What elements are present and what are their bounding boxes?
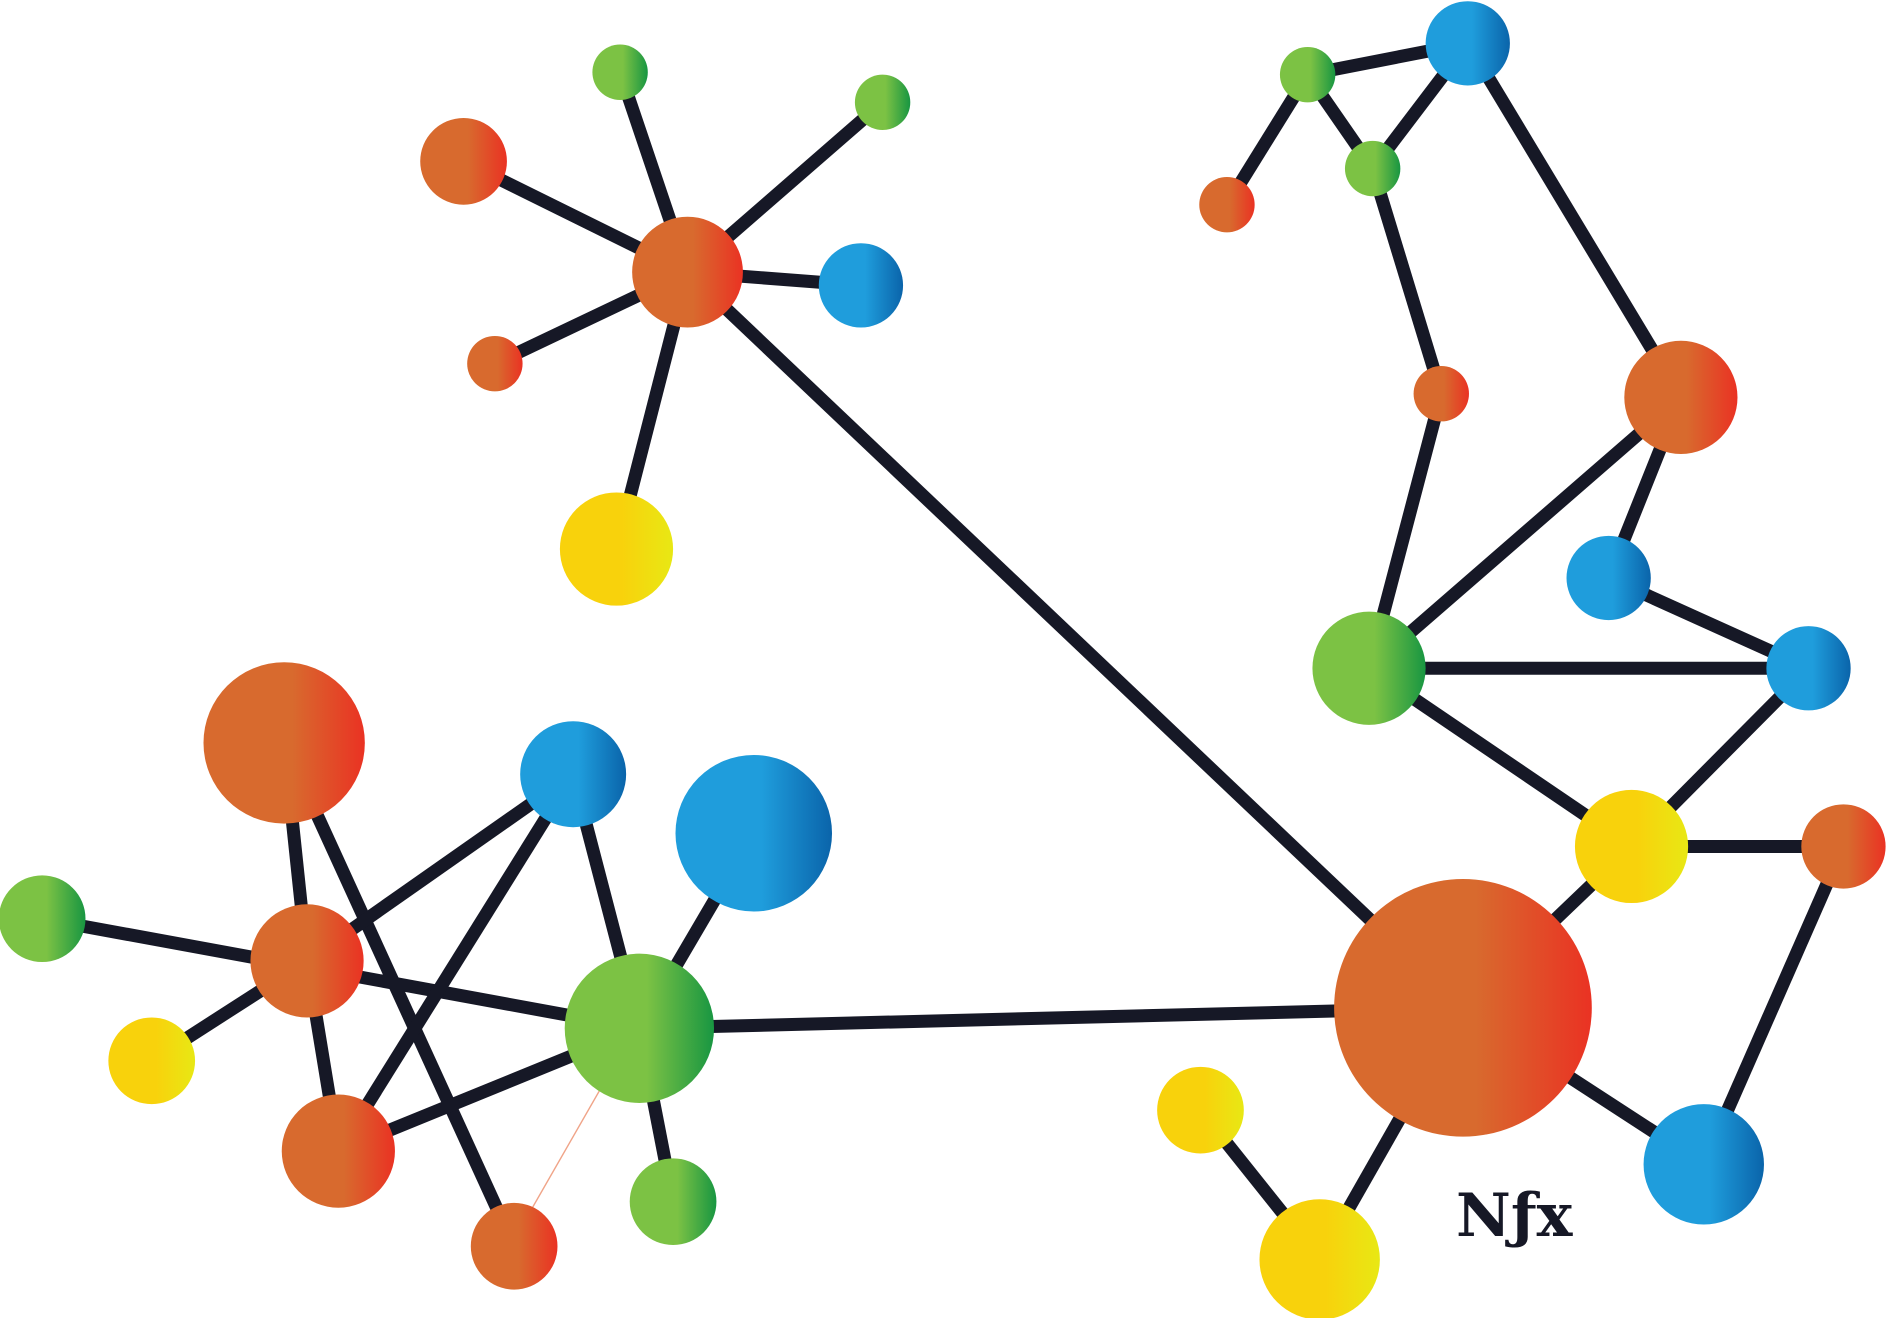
node-orange-r4 (1199, 177, 1255, 233)
edge-l1-l9 (278, 740, 521, 1249)
node-orange-t5 (467, 335, 523, 392)
node-orange-l8 (281, 1094, 395, 1208)
node-orange-r11 (1801, 804, 1886, 889)
node-yellow-l7 (108, 1017, 196, 1105)
node-yellow-y2 (1259, 1199, 1380, 1318)
node-orange-l1 (203, 662, 365, 824)
node-blue-r7 (1566, 535, 1651, 621)
node-green-r8 (1312, 611, 1426, 725)
node-green-l10 (629, 1158, 717, 1246)
node-green-r3 (1344, 140, 1401, 197)
node-green-l6 (564, 953, 715, 1103)
node-orange-l9 (470, 1202, 558, 1290)
node-green-t2 (854, 74, 911, 131)
edge-r2-r6 (1462, 39, 1687, 401)
edge-l6-big (639, 1001, 1464, 1035)
node-blue-t4 (818, 243, 904, 328)
node-blue-r12 (1643, 1104, 1764, 1225)
node-orange-r5 (1413, 366, 1469, 422)
node-blue-r9 (1766, 626, 1851, 711)
node-blue-l3 (675, 754, 833, 912)
node-orange-r6 (1624, 340, 1738, 454)
edge-l2-l8 (332, 770, 579, 1155)
node-green-l4 (0, 875, 86, 963)
node-blue-l2 (520, 721, 627, 828)
node-green-t1 (592, 44, 648, 100)
edge-r6-r8 (1364, 392, 1686, 674)
node-orange-t3 (420, 118, 507, 205)
node-green-r1 (1279, 46, 1336, 103)
edges-layer (40, 36, 1850, 1264)
node-orange-l5 (250, 904, 364, 1018)
nfx-logo: Nƒx (1456, 1181, 1574, 1251)
node-blue-r2 (1425, 1, 1510, 86)
node-yellow-y1 (1157, 1066, 1244, 1154)
node-orange-hub1 (632, 216, 743, 328)
edge-r3-r5 (1366, 166, 1448, 396)
node-orange-big (1334, 878, 1592, 1137)
node-yellow-r10 (1574, 789, 1689, 904)
edge-hub1-big (683, 267, 1468, 1013)
node-yellow-t6 (559, 492, 674, 606)
